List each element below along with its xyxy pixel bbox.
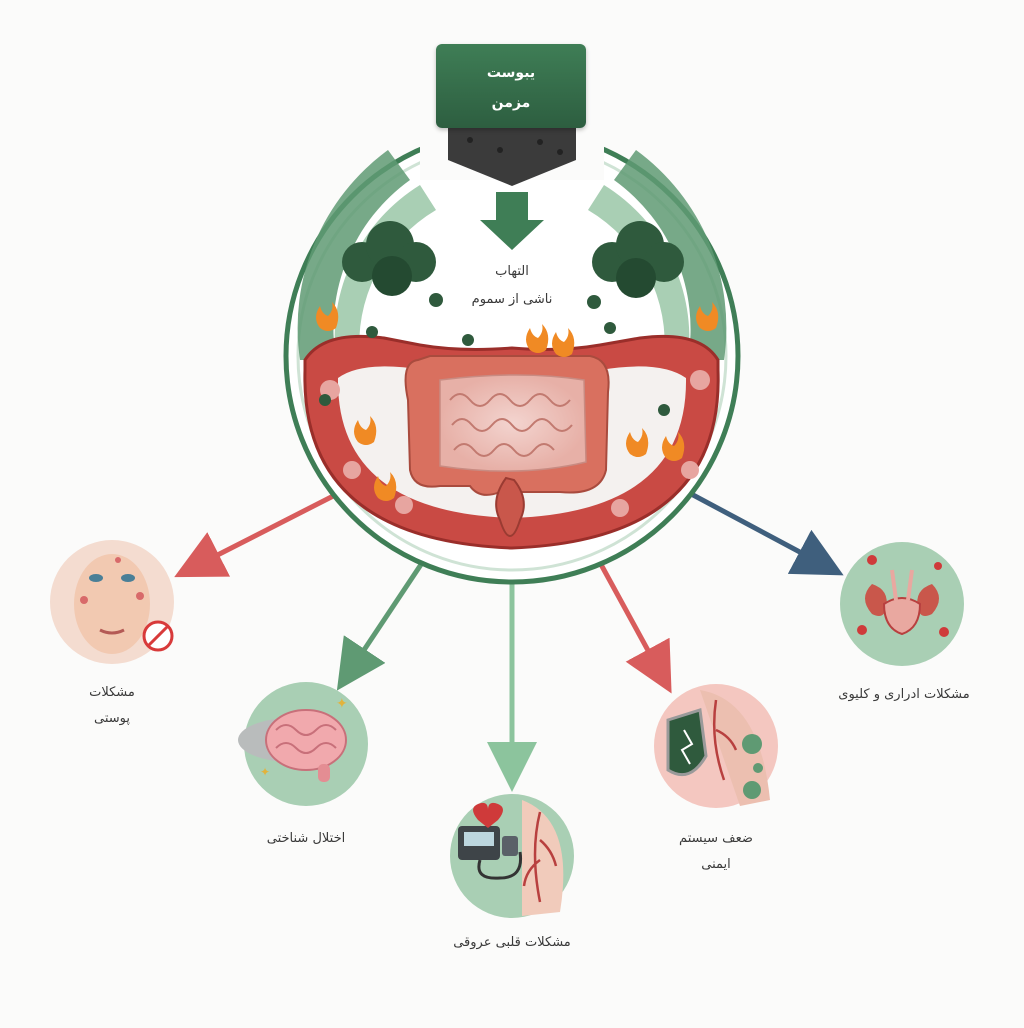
arrow-immune [589,546,672,694]
flame-icon [662,432,685,461]
label-skin: مشکلات پوستی [52,680,172,732]
flame-icon [526,324,549,353]
center-line-1: التهاب [495,264,529,279]
blood-cell [681,461,699,479]
outcome-cognitive: ✦ ✦ [238,682,368,806]
blood-cell [395,496,413,514]
flame-icon [696,302,719,331]
toxin-cloud-right [592,221,684,298]
title-line-1: یبوست [486,65,536,81]
arrow-urinary [678,485,844,576]
urinary-line-1: مشکلات ادراری و کلیوی [838,687,970,702]
flame-icon [626,428,649,457]
label-immune: ضعف سیستم ایمنی [646,826,786,878]
svg-text:✦: ✦ [336,696,348,712]
outcome-immune [654,684,778,808]
flame-icon [354,416,377,445]
svg-text:✦: ✦ [260,765,270,779]
skin-line-2: پوستی [94,711,130,726]
intestine-illustration [404,355,610,537]
inflammation-flames [316,302,719,501]
down-arrow-icon [480,192,544,250]
label-urinary: مشکلات ادراری و کلیوی [814,682,994,708]
center-line-2: ناشی از سموم [471,292,553,307]
immune-line-2: ایمنی [701,857,731,872]
toxin-clouds [319,221,684,416]
arrow-cognitive [336,546,435,691]
blood-cell [690,370,710,390]
outcome-cardio [450,794,574,918]
constipation-block [448,126,576,186]
outcome-urinary [840,542,964,666]
label-cardio: مشکلات قلبی عروقی [422,930,602,956]
outcome-skin [50,540,174,664]
blood-cell [343,461,361,479]
arrow-skin [174,487,347,578]
immune-line-1: ضعف سیستم [679,831,753,846]
center-label: التهاب ناشی از سموم [432,258,592,314]
outcome-arrows [174,485,844,792]
flame-icon [316,302,339,331]
title-box-chronic-constipation: یبوست مزمن [436,44,586,128]
blood-cell [611,499,629,517]
title-line-2: مزمن [491,95,531,111]
flame-icon [552,328,575,357]
skin-line-1: مشکلات [89,685,135,700]
cardio-line-1: مشکلات قلبی عروقی [453,935,571,950]
toxin-cloud-left [342,221,436,296]
flame-icon [374,472,397,501]
label-cognitive: اختلال شناختی [226,826,386,852]
cognitive-line-1: اختلال شناختی [266,831,346,846]
